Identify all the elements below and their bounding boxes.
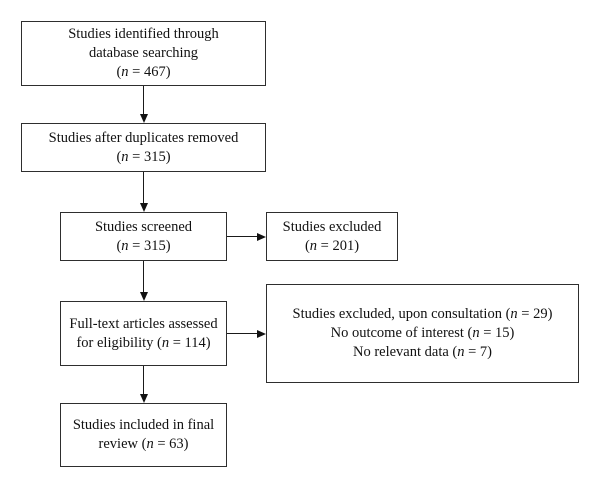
arrowhead-right-icon [257, 232, 266, 241]
text-segment: ( [304, 237, 310, 254]
arrowhead-down-icon [139, 394, 148, 403]
box-studies-excluded-screening: Studies excluded (n = 201) [266, 212, 398, 261]
arrow-fulltext-to-excluded [227, 329, 266, 338]
arrow-fulltext-to-included [139, 366, 148, 403]
text-segment: review ( [98, 436, 147, 452]
text-segment: = 15) [479, 325, 515, 341]
text-line: Full-text articles assessed [69, 315, 218, 332]
text-line: (n = 201) [305, 237, 359, 256]
arrow-duplicates-to-screened [139, 172, 148, 212]
arrow-shaft [227, 332, 257, 335]
text-line: No outcome of interest (n = 15) [331, 324, 515, 343]
text-segment: = 114) [169, 334, 211, 351]
text-segment: = 315) [128, 148, 171, 165]
text-line: database searching [88, 45, 199, 61]
n-variable: n [161, 334, 170, 351]
n-variable: n [457, 344, 465, 360]
text-line: Studies identified through [68, 26, 219, 42]
n-variable: n [510, 306, 518, 322]
text-line: Studies excluded, upon consultation (n =… [293, 305, 553, 324]
text-segment: No outcome of interest ( [330, 325, 473, 341]
n-variable: n [309, 237, 318, 254]
box-studies-excluded-fulltext: Studies excluded, upon consultation (n =… [266, 284, 579, 383]
text-segment: = 467) [128, 64, 171, 80]
arrowhead-down-icon [139, 114, 148, 123]
text-segment: No relevant data ( [352, 344, 458, 360]
arrow-shaft [227, 235, 257, 238]
arrowhead-down-icon [139, 292, 148, 301]
n-variable: n [121, 148, 129, 165]
box-duplicates-removed: Studies after duplicates removed (n = 31… [21, 123, 266, 172]
arrow-screened-to-fulltext [139, 261, 148, 301]
text-line: Studies after duplicates removed [48, 129, 239, 146]
text-segment: ( [116, 237, 122, 254]
arrow-shaft [142, 261, 145, 292]
text-line: (n = 467) [116, 63, 170, 82]
n-variable: n [146, 436, 154, 452]
text-line: review (n = 63) [99, 435, 189, 454]
arrowhead-down-icon [139, 203, 148, 212]
text-segment: Studies excluded, upon consultation ( [292, 306, 511, 322]
text-line: (n = 315) [116, 237, 170, 256]
text-line: No relevant data (n = 7) [353, 343, 492, 362]
text-segment: = 315) [128, 237, 171, 254]
n-variable: n [121, 237, 129, 254]
text-line: Studies included in final [72, 417, 215, 433]
text-segment: = 201) [317, 237, 360, 254]
box-studies-included: Studies included in final review (n = 63… [60, 403, 227, 467]
text-line: (n = 315) [116, 148, 170, 167]
text-segment: = 7) [464, 344, 493, 360]
text-segment: = 63) [153, 436, 189, 452]
arrow-identified-to-duplicates [139, 86, 148, 123]
text-segment: ( [116, 64, 122, 80]
n-variable: n [121, 64, 129, 80]
text-segment: ( [116, 148, 122, 165]
arrow-shaft [142, 172, 145, 203]
text-line: Studies screened [94, 218, 193, 235]
box-studies-identified: Studies identified through database sear… [21, 21, 266, 86]
arrow-screened-to-excluded [227, 232, 266, 241]
text-line: for eligibility (n = 114) [76, 334, 210, 353]
text-segment: = 29) [517, 306, 553, 322]
arrow-shaft [142, 366, 145, 394]
text-segment: for eligibility ( [76, 334, 162, 351]
arrow-shaft [142, 86, 145, 114]
arrowhead-right-icon [257, 329, 266, 338]
box-studies-screened: Studies screened (n = 315) [60, 212, 227, 261]
text-line: Studies excluded [282, 218, 382, 235]
n-variable: n [472, 325, 480, 341]
box-fulltext-assessed: Full-text articles assessed for eligibil… [60, 301, 227, 366]
